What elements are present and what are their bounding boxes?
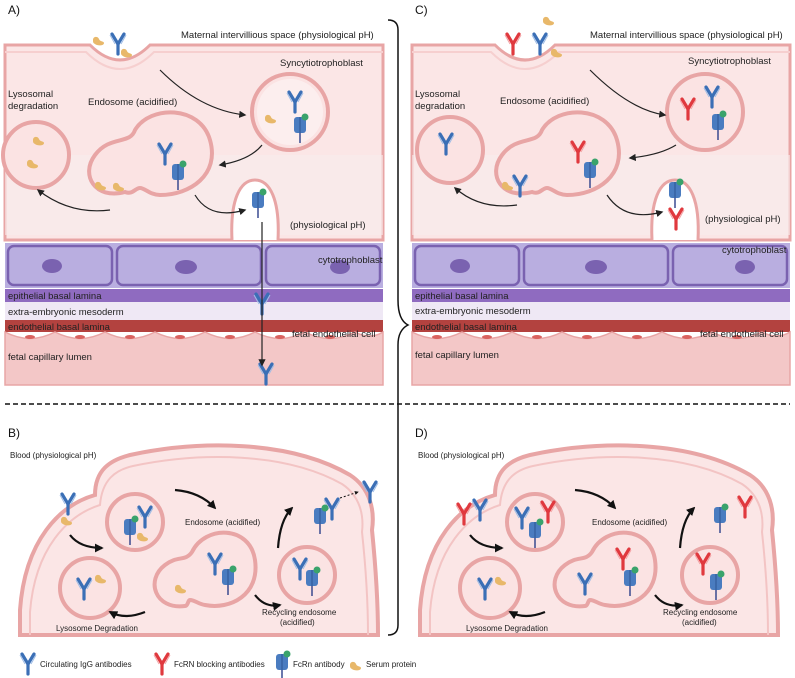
panel-a-syncytio-label: Syncytiotrophoblast — [280, 58, 363, 69]
panel-c-lysosomal-label: Lysosomal — [415, 89, 460, 100]
legend: Circulating IgG antibodies FcRN blocking… — [18, 649, 416, 678]
legend-fcrn-icon — [275, 649, 292, 678]
panel-c-letter: C) — [415, 3, 428, 17]
panel-c-fetal-cell-label: fetal endothelial cell — [700, 329, 783, 340]
panel-d-acidified-label: (acidified) — [682, 618, 717, 627]
panel-c-lumen-label: fetal capillary lumen — [415, 350, 499, 361]
panel-c-physio-label: (physiological pH) — [705, 214, 781, 225]
legend-blocking-icon — [152, 652, 172, 676]
panel-b: B) Blood (physiological pH) Endosome (ac… — [8, 426, 381, 637]
legend-serum-icon — [350, 661, 361, 671]
panel-a: A) Maternal intervillious space (physiol… — [1, 3, 385, 386]
panel-c-epithelial-label: epithelial basal lamina — [415, 291, 509, 302]
panel-a-maternal-label: Maternal intervillious space (physiologi… — [181, 30, 374, 41]
panel-c-maternal-label: Maternal intervillious space (physiologi… — [590, 30, 783, 41]
panel-d-recycling-label: Recycling endosome — [663, 608, 738, 617]
legend-igg-label: Circulating IgG antibodies — [40, 660, 132, 669]
legend-blocking-label: FcRN blocking antibodies — [174, 660, 265, 669]
legend-igg-icon — [18, 652, 38, 676]
panel-b-endosome-label: Endosome (acidified) — [185, 518, 260, 527]
panel-a-lysosomal-label: Lysosomal — [8, 89, 53, 100]
panel-d-blood-label: Blood (physiological pH) — [418, 451, 505, 460]
legend-fcrn-label: FcRn antibody — [293, 660, 345, 669]
panel-a-fetal-cell-label: fetal endothelial cell — [292, 329, 375, 340]
panel-c-mesoderm-label: extra-embryonic mesoderm — [415, 306, 531, 317]
panel-c-endothelial-label: endothelial basal lamina — [415, 322, 518, 333]
panel-c-endosome-label: Endosome (acidified) — [500, 96, 589, 107]
panel-d-endosome-label: Endosome (acidified) — [592, 518, 667, 527]
panel-d-letter: D) — [415, 426, 428, 440]
panel-a-lumen-label: fetal capillary lumen — [8, 352, 92, 363]
panel-c-degradation-label: degradation — [415, 101, 465, 112]
panel-c: C) Maternal intervillious space (physiol… — [410, 3, 792, 386]
bracket-divider — [387, 19, 410, 636]
legend-serum-label: Serum protein — [366, 660, 416, 669]
panel-a-physio-label: (physiological pH) — [290, 220, 366, 231]
panel-b-recycling-label: Recycling endosome — [262, 608, 337, 617]
panel-a-epithelial-label: epithelial basal lamina — [8, 291, 102, 302]
panel-a-degradation-label: degradation — [8, 101, 58, 112]
panel-b-acidified-label: (acidified) — [280, 618, 315, 627]
panel-c-cyto-label: cytotrophoblast — [722, 245, 787, 256]
panel-a-endothelial-label: endothelial basal lamina — [8, 322, 111, 333]
panel-b-blood-label: Blood (physiological pH) — [10, 451, 97, 460]
panel-a-cyto-label: cytotrophoblast — [318, 255, 383, 266]
panel-b-letter: B) — [8, 426, 20, 440]
panel-b-lysosome-label: Lysosome Degradation — [56, 624, 138, 633]
panel-a-letter: A) — [8, 3, 20, 17]
panel-d: D) Blood (physiological pH) Endosome (ac… — [415, 426, 781, 637]
panel-c-syncytio-label: Syncytiotrophoblast — [688, 56, 771, 67]
panel-a-mesoderm-label: extra-embryonic mesoderm — [8, 307, 124, 318]
panel-a-endosome-label: Endosome (acidified) — [88, 97, 177, 108]
panel-d-lysosome-label: Lysosome Degradation — [466, 624, 548, 633]
